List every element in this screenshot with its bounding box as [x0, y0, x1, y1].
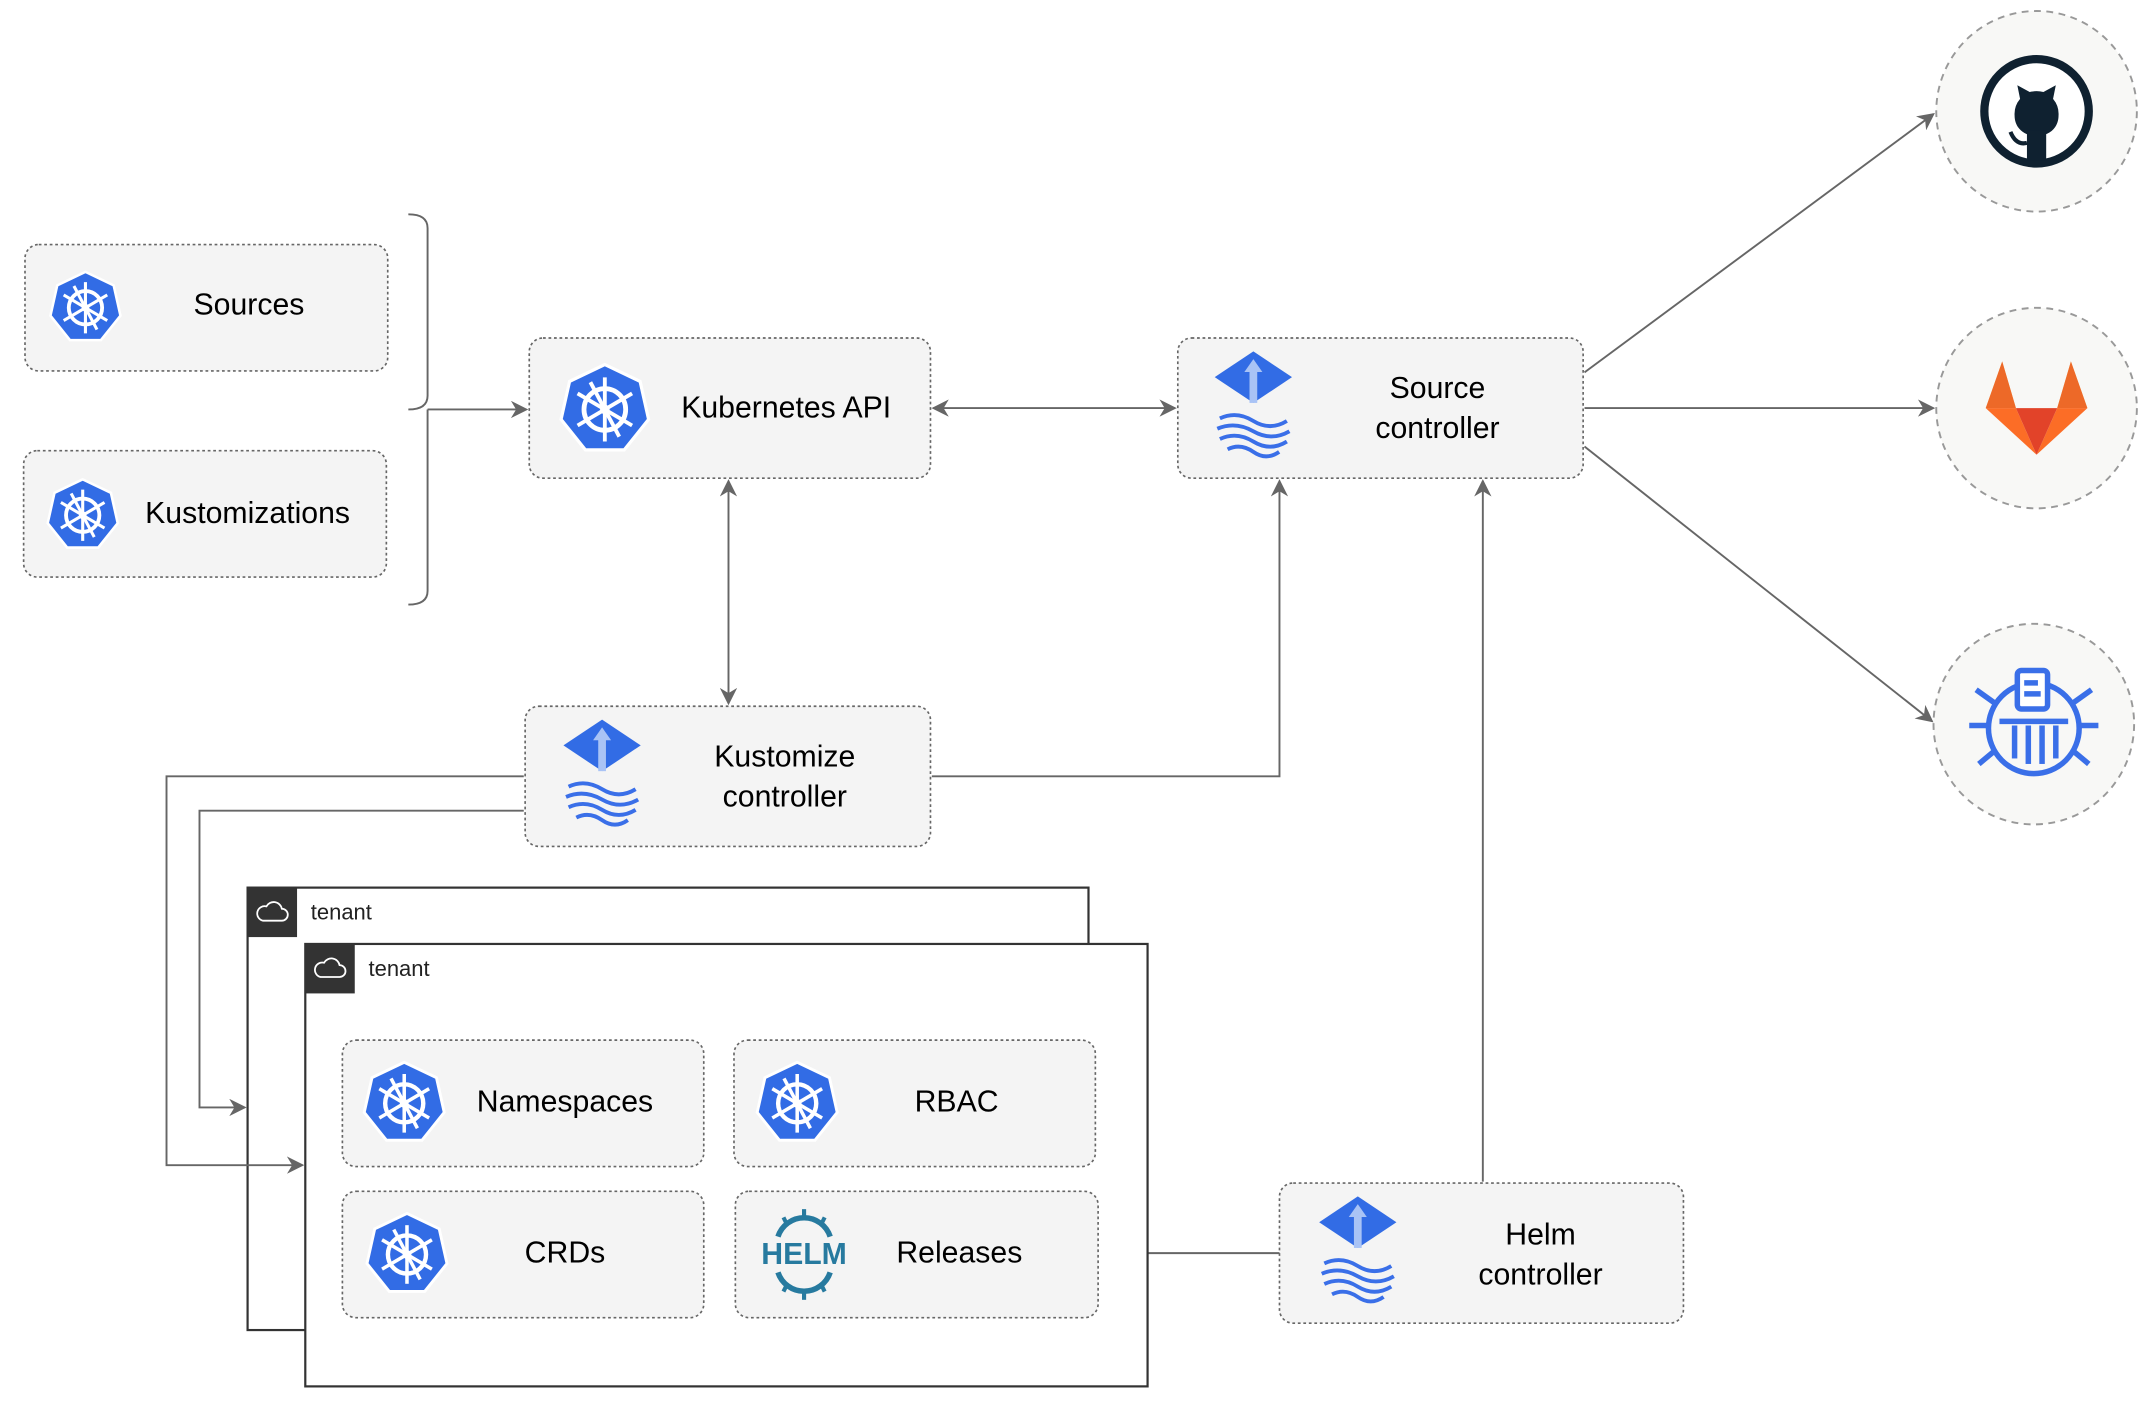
node-rbac[interactable]: RBAC [733, 1039, 1097, 1168]
node-label: controller [1375, 412, 1499, 445]
node-label: Source [1390, 372, 1486, 405]
gitlab-node[interactable] [1935, 306, 2138, 510]
edge-kustomize-to-tenant-back [198, 809, 524, 1117]
node-kustomizations[interactable]: Kustomizations [22, 449, 388, 578]
tenant-label: tenant [369, 956, 430, 981]
edge-kustomize-to-tenant-front [165, 775, 524, 1174]
helm-icon: HELM [761, 1209, 847, 1300]
helm-logo-text: HELM [761, 1238, 847, 1271]
node-kustomize-controller[interactable]: Kustomize controller [524, 705, 932, 848]
bucket-icon [1969, 667, 2099, 777]
edge-source-bucket [1583, 445, 1934, 723]
tenant-label: tenant [311, 900, 372, 925]
node-label: Namespaces [477, 1085, 653, 1118]
node-label: controller [1478, 1258, 1602, 1291]
node-namespaces[interactable]: Namespaces [341, 1039, 705, 1168]
node-releases[interactable]: HELM Releases [734, 1190, 1099, 1319]
gitlab-icon [1985, 361, 2088, 455]
node-label: Sources [194, 288, 305, 321]
node-kubernetes-api[interactable]: Kubernetes API [528, 337, 932, 479]
edge-source-github [1583, 113, 1935, 374]
node-crds[interactable]: CRDs [341, 1190, 705, 1319]
node-source-controller[interactable]: Source controller [1176, 337, 1584, 479]
node-label: CRDs [525, 1236, 606, 1269]
bracket [408, 213, 429, 606]
node-label: RBAC [915, 1085, 999, 1118]
bucket-node[interactable] [1932, 622, 2136, 826]
edge-kustomize-to-source [931, 479, 1289, 778]
node-label: Kubernetes API [681, 391, 891, 424]
node-label: Kustomizations [145, 497, 350, 530]
node-helm-controller[interactable]: Helm controller [1278, 1182, 1685, 1325]
node-sources[interactable]: Sources [24, 243, 389, 372]
github-node[interactable] [1935, 10, 2138, 213]
node-label: Releases [896, 1236, 1022, 1269]
node-label: Kustomize [714, 740, 855, 773]
github-icon [1980, 54, 2093, 168]
node-label: Helm [1505, 1219, 1576, 1252]
node-label: controller [723, 780, 847, 813]
